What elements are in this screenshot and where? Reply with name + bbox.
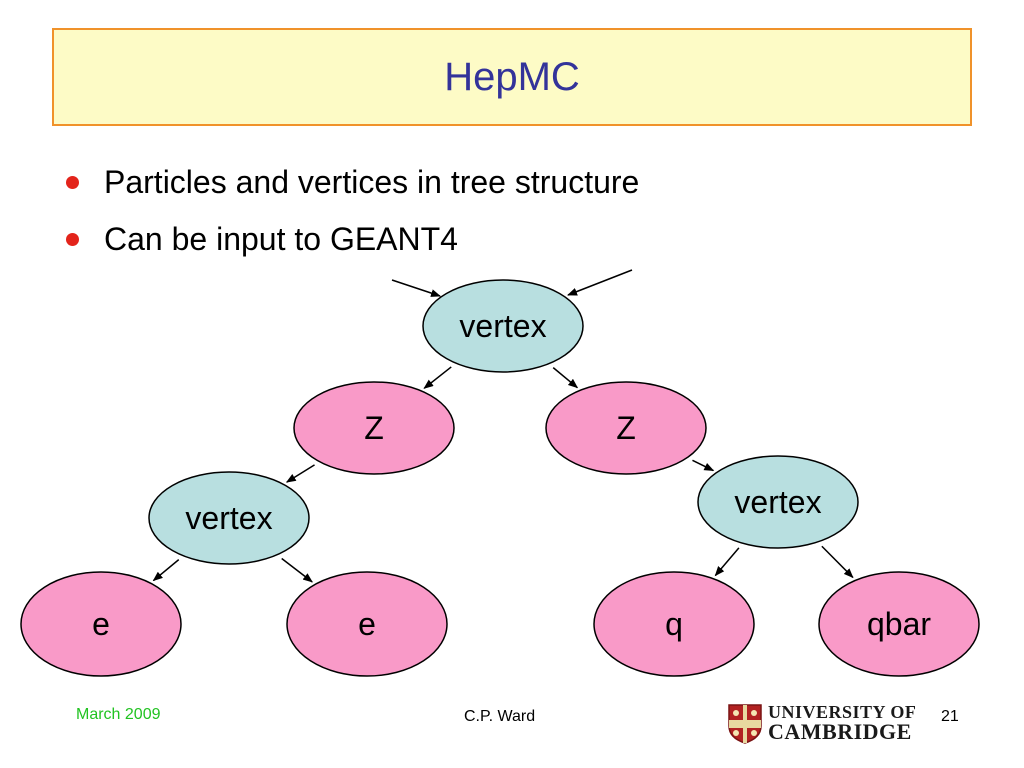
particle-node: [593, 571, 755, 677]
tree-edge-arrow: [552, 367, 579, 389]
tree-edge-arrow: [285, 464, 315, 483]
particle-node-label: e: [358, 606, 376, 642]
particle-node: [545, 381, 707, 475]
tree-edge-arrow: [821, 545, 854, 579]
bullet-dot-icon: [66, 176, 79, 189]
particle-node: [286, 571, 448, 677]
particle-node-label: q: [665, 606, 683, 642]
logo-line-2: CAMBRIDGE: [768, 719, 912, 744]
footer-date: March 2009: [76, 706, 161, 723]
particle-node-label: e: [92, 606, 110, 642]
vertex-node: [422, 279, 584, 373]
incoming-arrow: [391, 279, 441, 297]
particle-node-label: Z: [364, 410, 384, 446]
vertex-node-label: vertex: [185, 500, 272, 536]
tree-edge-arrow: [281, 557, 313, 583]
incoming-arrow: [567, 269, 633, 296]
footer-author: C.P. Ward: [464, 708, 536, 725]
bullet-text: Particles and vertices in tree structure: [104, 164, 640, 200]
bullet-dot-icon: [66, 233, 79, 246]
particle-node: [20, 571, 182, 677]
particle-node: [818, 571, 980, 677]
bullet-list: Particles and vertices in tree structure…: [62, 158, 639, 272]
particle-node-label: Z: [616, 410, 636, 446]
particle-node: [293, 381, 455, 475]
slide-title: HepMC: [444, 54, 580, 99]
tree-edge-arrow: [423, 366, 452, 389]
vertex-node-label: vertex: [459, 308, 546, 344]
cambridge-crest-icon: [728, 704, 762, 744]
bullet-text: Can be input to GEANT4: [104, 221, 458, 257]
vertex-node: [697, 455, 859, 549]
bullet-item: Can be input to GEANT4: [62, 215, 639, 272]
logo-line-1: UNIVERSITY OF: [768, 702, 917, 722]
university-logo: UNIVERSITY OF CAMBRIDGE: [768, 702, 917, 744]
title-box: HepMC: [52, 28, 972, 126]
particle-node-label: qbar: [867, 606, 931, 642]
tree-edge-arrow: [692, 459, 715, 472]
page-number: 21: [941, 708, 959, 725]
vertex-node: [148, 471, 310, 565]
bullet-item: Particles and vertices in tree structure: [62, 158, 639, 215]
tree-edge-arrow: [152, 559, 180, 582]
vertex-node-label: vertex: [734, 484, 821, 520]
tree-edge-arrow: [714, 547, 740, 577]
